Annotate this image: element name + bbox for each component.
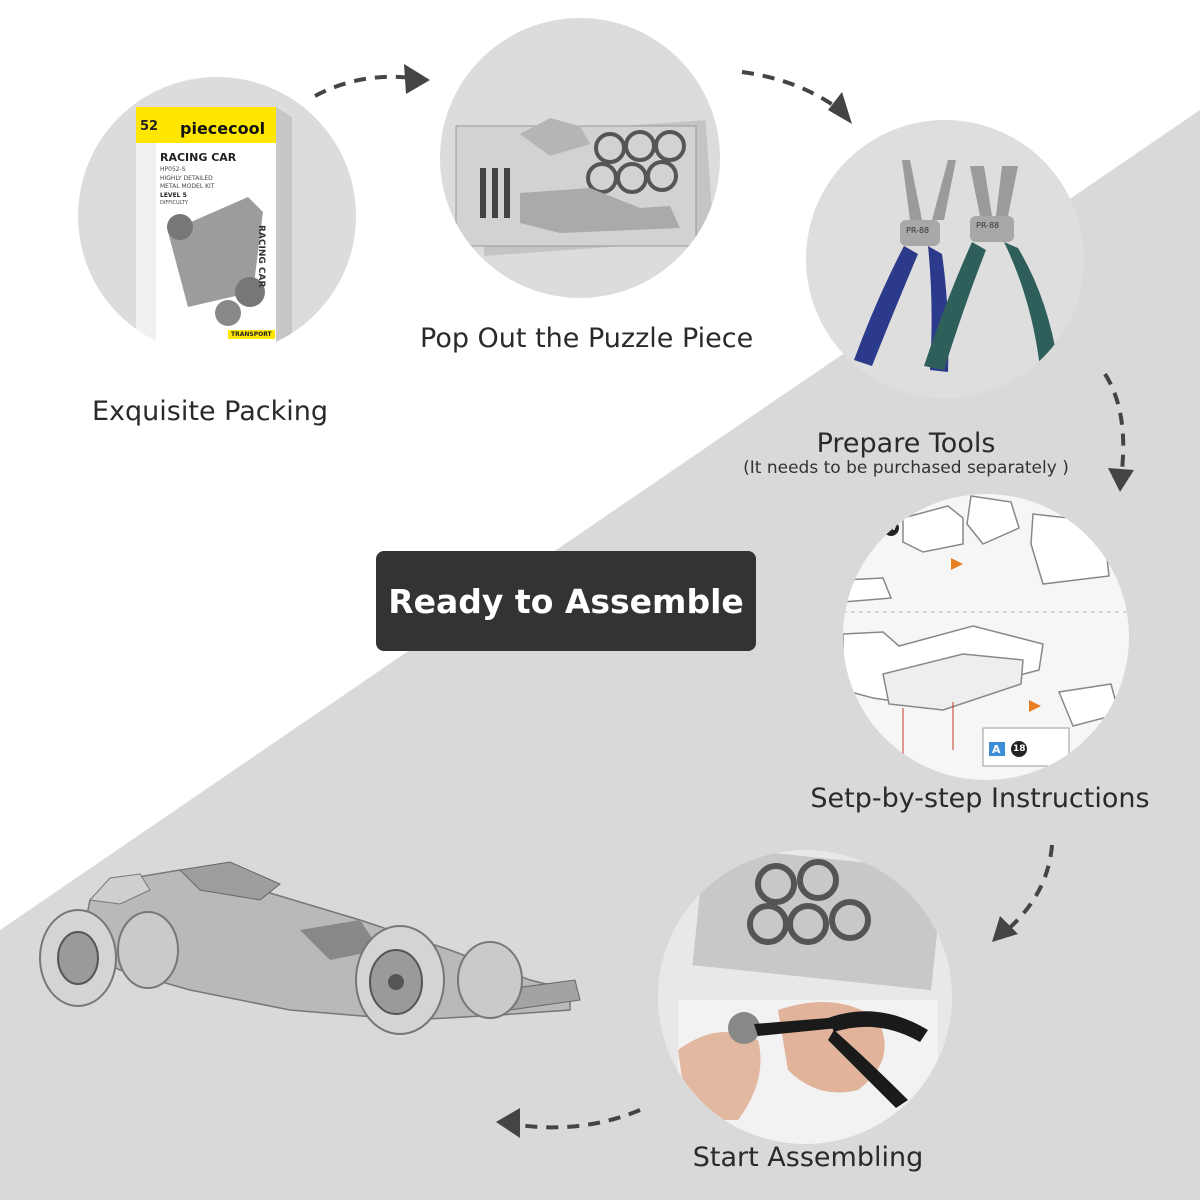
tag-a18-letter: A xyxy=(992,743,1001,756)
assembled-racing-car-image xyxy=(39,861,581,1035)
box-brand: piececool xyxy=(180,119,266,138)
instruction-diagram-image xyxy=(843,495,1129,767)
hands-assembling-image xyxy=(658,850,952,1144)
assembling-caption: Start Assembling xyxy=(692,1142,924,1173)
box-title: RACING CAR xyxy=(160,151,237,164)
packing-circle: 52 piececool RACING CAR HP052-S HIGHLY D… xyxy=(78,77,356,355)
box-code: HP052-S xyxy=(160,166,186,173)
instructions-caption: Setp-by-step Instructions xyxy=(810,783,1150,814)
pliers-image xyxy=(854,160,1058,372)
tag-a17-letter: A xyxy=(866,521,875,534)
product-box-image xyxy=(136,107,292,355)
metal-sheet-image xyxy=(455,118,714,256)
ready-to-assemble-label: Ready to Assemble xyxy=(376,551,756,651)
instructions-circle: A 17 A 18 xyxy=(843,494,1129,780)
tools-note: (It needs to be purchased separately ) xyxy=(743,458,1069,478)
tag-a18-number: 18 xyxy=(1013,744,1026,754)
tools-caption: Prepare Tools xyxy=(816,428,996,459)
box-desc-1: HIGHLY DETAILED xyxy=(160,175,213,182)
box-desc-2: METAL MODEL KIT xyxy=(160,183,215,190)
puzzle-caption: Pop Out the Puzzle Piece xyxy=(420,323,754,354)
tool-brand-right: PR-88 xyxy=(976,221,1000,230)
box-number: 52 xyxy=(140,119,159,134)
box-series: TRANSPORT xyxy=(228,330,275,339)
box-spine-title: RACING CAR xyxy=(256,225,266,288)
packing-caption: Exquisite Packing xyxy=(92,396,328,427)
tag-a17-number: 17 xyxy=(885,523,898,533)
assembling-circle xyxy=(658,850,952,1144)
puzzle-sheet-circle xyxy=(440,18,720,298)
tools-circle: PR-88 PR-88 xyxy=(806,120,1084,398)
box-level: LEVEL 5 xyxy=(160,192,187,199)
box-difficulty: DIFFICULTY xyxy=(160,200,188,206)
tool-brand-left: PR-88 xyxy=(906,226,930,235)
